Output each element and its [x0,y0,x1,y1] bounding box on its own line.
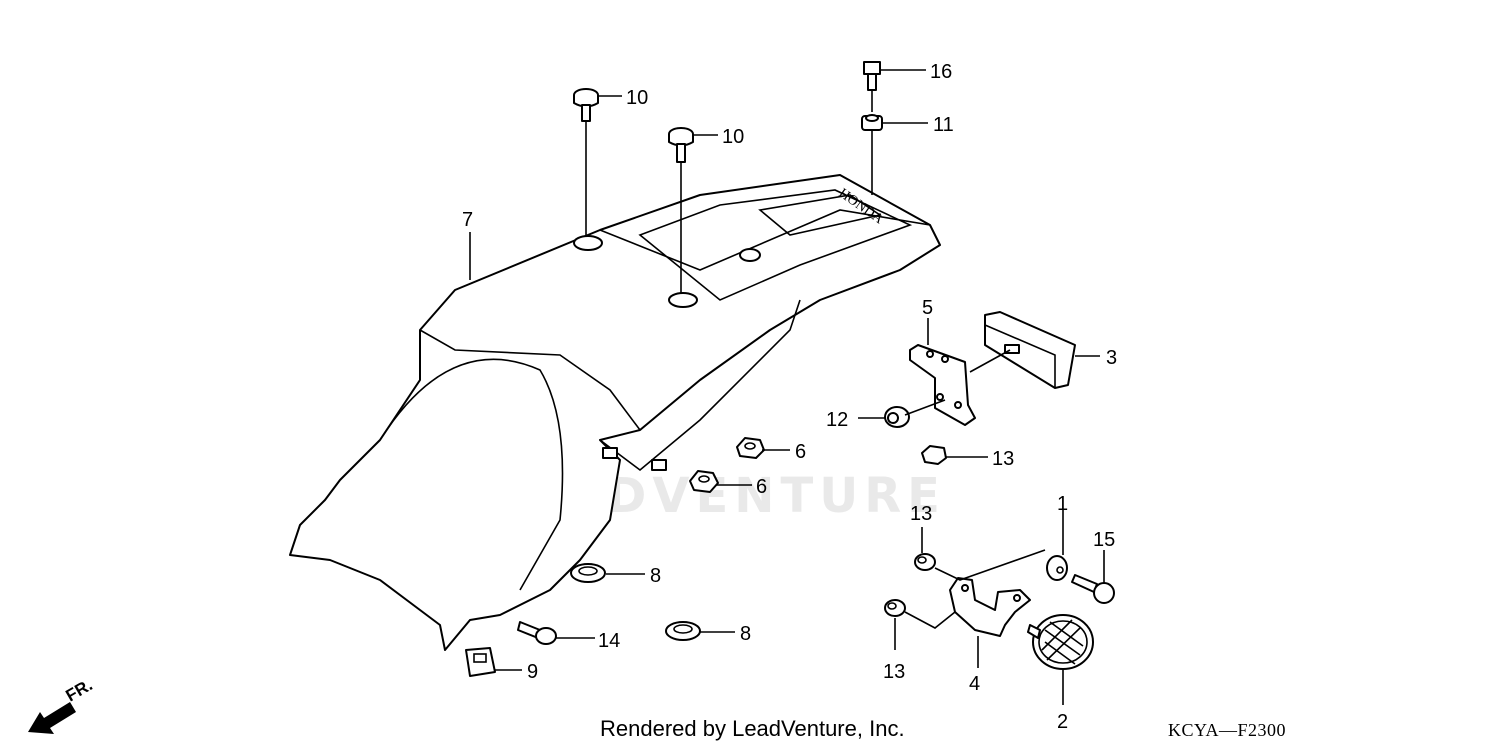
bolt-15[interactable] [1071,574,1115,604]
reflector-2[interactable] [1027,614,1094,670]
rear-fender[interactable]: HONDA [289,174,941,651]
nut-6a[interactable] [736,437,765,459]
bracket-5[interactable] [909,344,976,426]
callout-6a: 6 [795,441,806,463]
washer-8b[interactable] [665,621,701,641]
bolt-16[interactable] [863,61,881,91]
nut-13c[interactable] [884,599,906,617]
callout-10a: 10 [626,87,648,109]
callout-10b: 10 [722,126,744,148]
plate-3[interactable] [984,311,1076,389]
front-direction-arrow: FR. [28,675,96,734]
clip-9[interactable] [465,647,496,677]
collar-1[interactable] [1046,555,1068,581]
diagram-code: KCYA—F2300 [1168,720,1287,740]
callout-13c: 13 [883,661,905,683]
bolt-14[interactable] [517,621,557,645]
callout-8a: 8 [650,565,661,587]
callout-15: 15 [1093,529,1115,551]
callout-13b: 13 [910,503,932,525]
callout-5: 5 [922,297,933,319]
render-credit: Rendered by LeadVenture, Inc. [600,716,905,741]
bracket-4[interactable] [949,577,1031,637]
callout-16: 16 [930,61,952,83]
leader-lines [469,69,1105,705]
callout-3: 3 [1106,347,1117,369]
callout-labels: 1 2 3 4 5 6 6 7 8 8 9 10 10 11 12 13 13 … [462,61,1117,733]
grommet-12[interactable] [884,406,910,428]
callout-9: 9 [527,661,538,683]
washer-8a[interactable] [570,563,606,583]
nut-11[interactable] [861,114,883,131]
callout-12: 12 [826,409,848,431]
callout-8b: 8 [740,623,751,645]
bolt-10a[interactable] [573,88,599,122]
callout-13a: 13 [992,448,1014,470]
callout-14: 14 [598,630,620,652]
nut-13a[interactable] [921,445,947,465]
callout-2: 2 [1057,711,1068,733]
fr-label: FR. [63,675,96,705]
callout-11: 11 [933,114,954,136]
callout-1: 1 [1057,493,1068,515]
nut-6b[interactable] [689,470,719,493]
nut-13b[interactable] [914,553,936,571]
callout-7: 7 [462,209,473,231]
bolt-10b[interactable] [668,127,694,163]
callout-6b: 6 [756,476,767,498]
callout-4: 4 [969,673,980,695]
